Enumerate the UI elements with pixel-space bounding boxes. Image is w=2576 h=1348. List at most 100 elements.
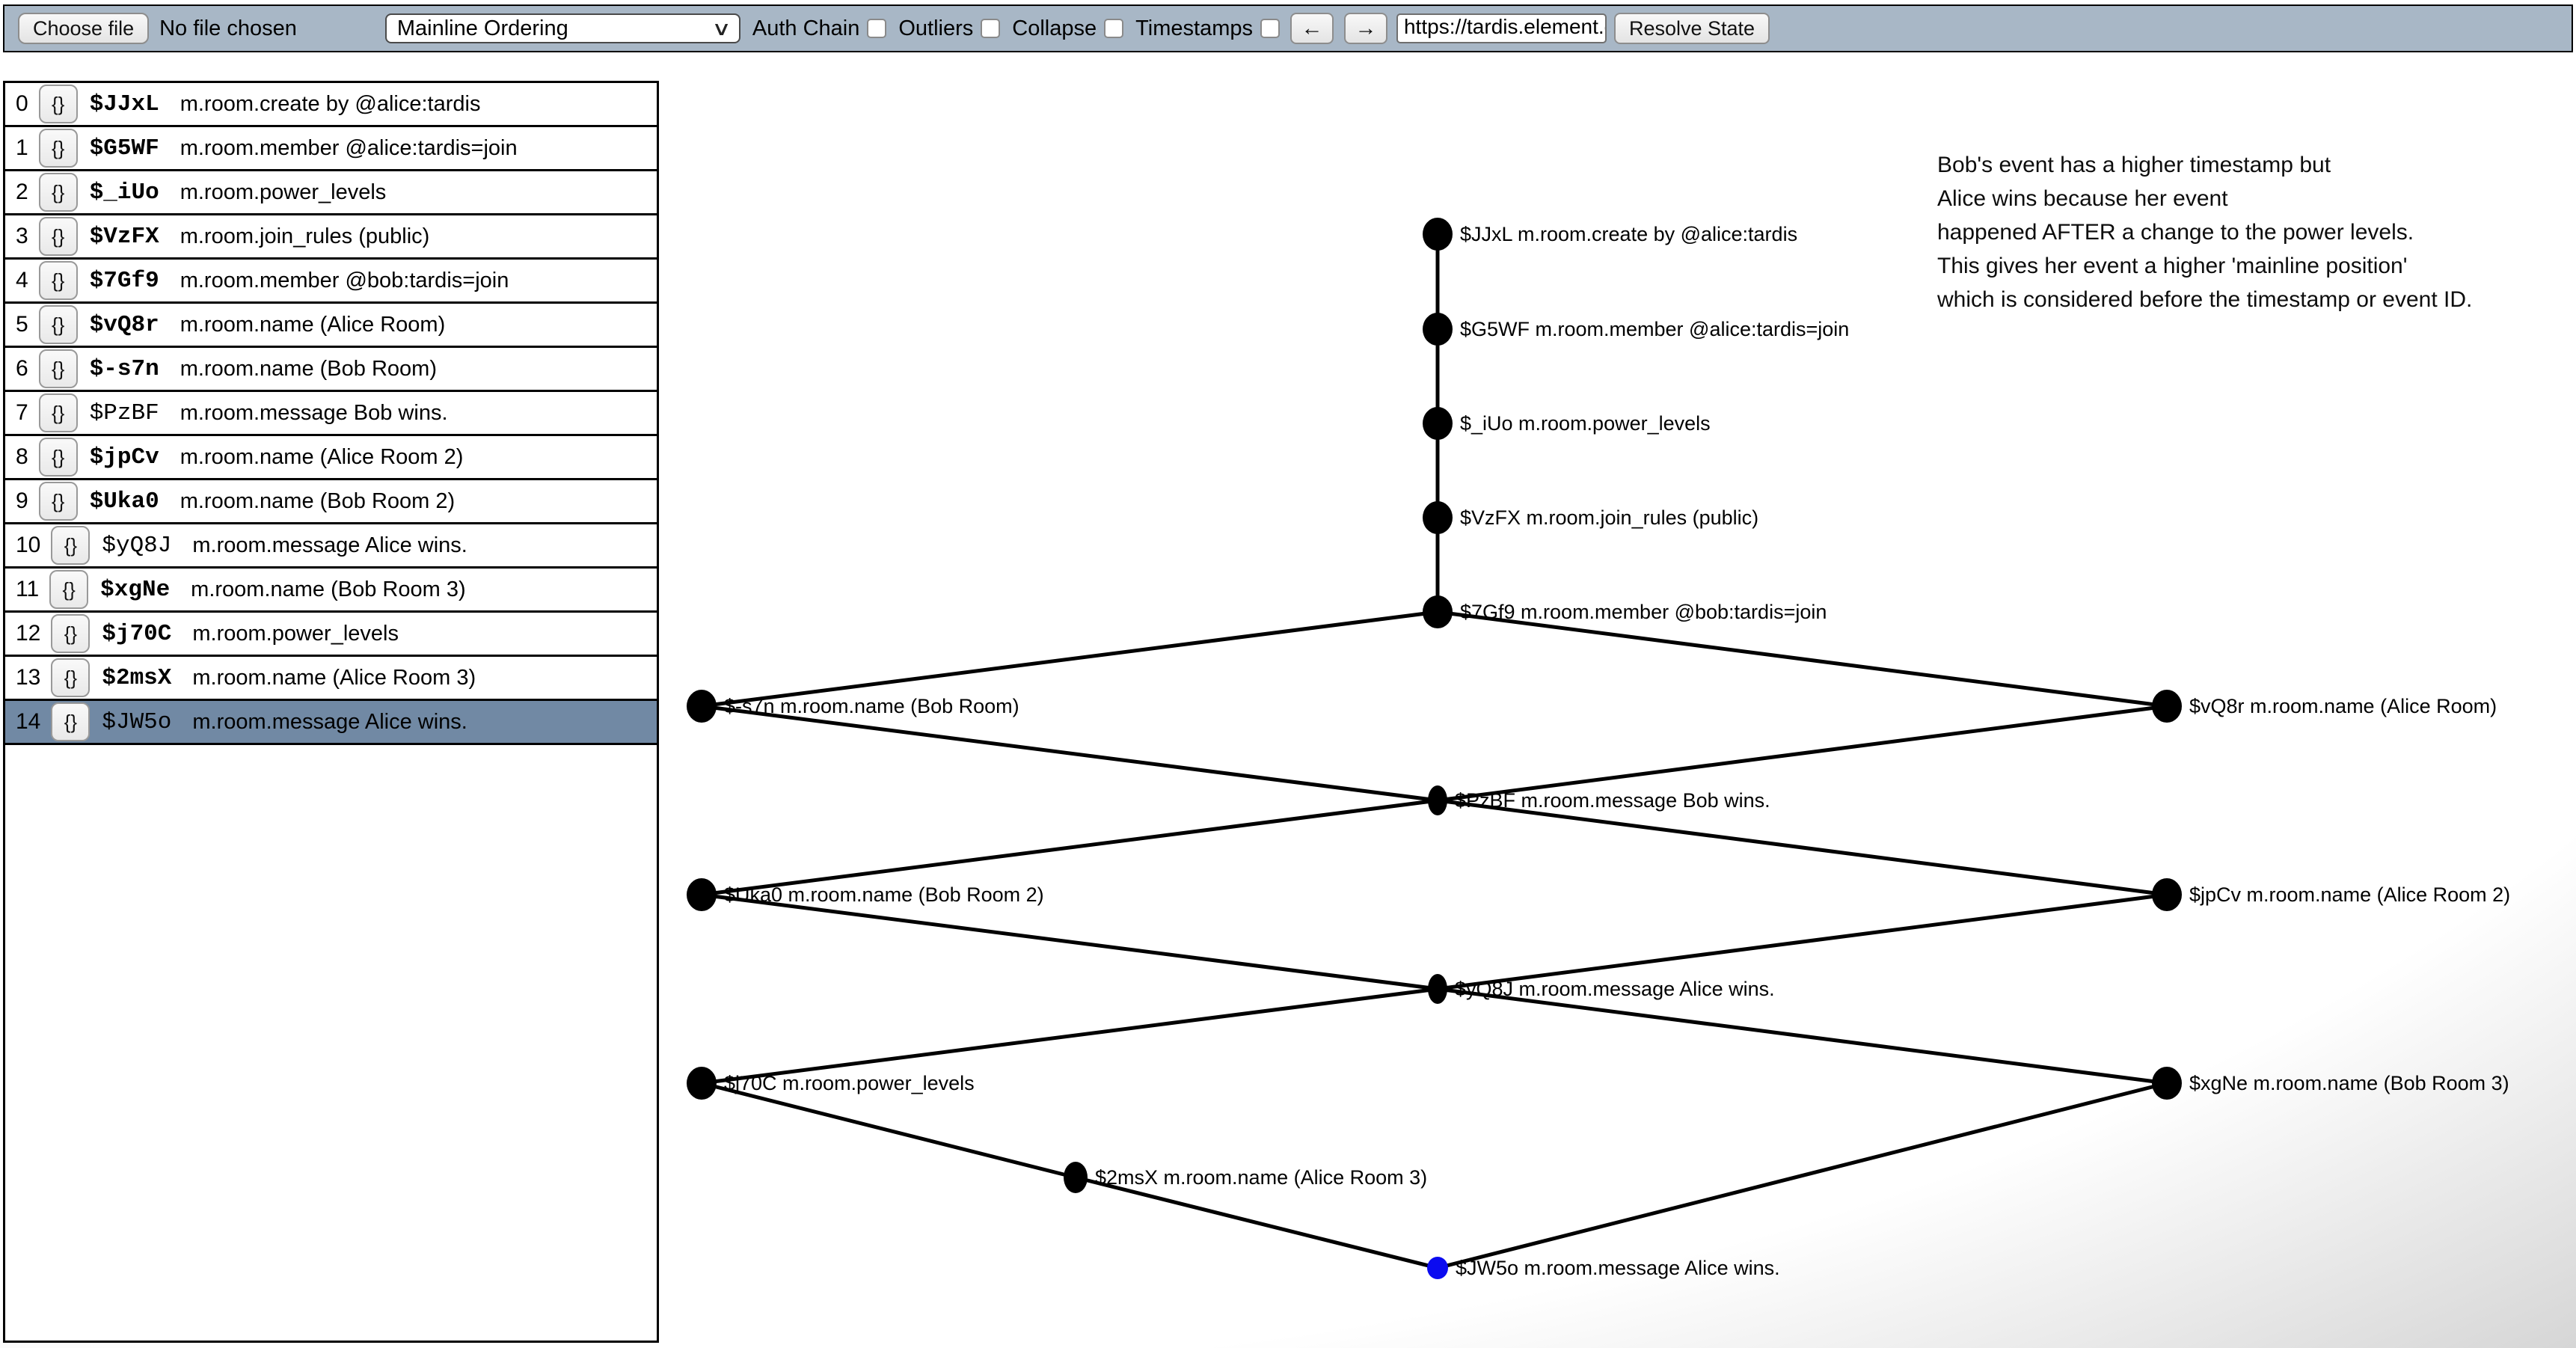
event-json-button[interactable]: {} bbox=[38, 349, 78, 388]
event-description: m.room.name (Alice Room 3) bbox=[192, 665, 476, 690]
event-json-button[interactable]: {} bbox=[38, 393, 78, 432]
graph-node[interactable] bbox=[2152, 878, 2182, 911]
event-id: $vQ8r bbox=[89, 311, 159, 338]
event-index: 5 bbox=[16, 312, 28, 337]
graph-edge bbox=[1075, 1175, 1438, 1270]
timestamps-checkbox[interactable] bbox=[1260, 19, 1280, 38]
graph-node[interactable] bbox=[1423, 501, 1453, 534]
graph-edge bbox=[1437, 892, 2168, 991]
ordering-select-value: Mainline Ordering bbox=[396, 16, 568, 40]
event-json-button[interactable]: {} bbox=[38, 173, 78, 212]
event-description: m.room.join_rules (public) bbox=[180, 224, 430, 248]
graph-node[interactable] bbox=[1428, 785, 1447, 815]
event-list-row[interactable]: 5 {} $vQ8r m.room.name (Alice Room) bbox=[5, 304, 657, 348]
history-back-button[interactable]: ← bbox=[1289, 13, 1334, 44]
choose-file-button[interactable]: Choose file bbox=[18, 13, 150, 44]
event-id: $2msX bbox=[102, 664, 172, 691]
ordering-select[interactable]: Mainline Ordering ∨ bbox=[384, 13, 740, 43]
graph-edge bbox=[1437, 704, 2168, 803]
event-json-button[interactable]: {} bbox=[51, 658, 91, 697]
graph-node[interactable] bbox=[1423, 407, 1453, 440]
toolbar: Choose file No file chosen Mainline Orde… bbox=[3, 4, 2573, 52]
event-json-button[interactable]: {} bbox=[51, 702, 91, 741]
graph-node[interactable] bbox=[1427, 1257, 1448, 1279]
event-list-row[interactable]: 11 {} $xgNe m.room.name (Bob Room 3) bbox=[5, 569, 657, 613]
event-json-button[interactable]: {} bbox=[38, 85, 78, 123]
event-id: $JW5o bbox=[102, 708, 172, 735]
chevron-down-icon: ∨ bbox=[711, 16, 732, 40]
graph-node[interactable] bbox=[1423, 218, 1453, 251]
event-json-button[interactable]: {} bbox=[51, 526, 91, 565]
collapse-checkbox[interactable] bbox=[1104, 19, 1124, 38]
event-index: 13 bbox=[16, 665, 41, 690]
event-id: $xgNe bbox=[100, 576, 171, 603]
graph-node-label: $JW5o m.room.message Alice wins. bbox=[1456, 1257, 1780, 1279]
checkbox-label: Timestamps bbox=[1135, 16, 1253, 40]
event-json-button[interactable]: {} bbox=[38, 261, 78, 300]
event-index: 10 bbox=[16, 533, 41, 557]
graph-node[interactable] bbox=[687, 878, 717, 911]
event-json-button[interactable]: {} bbox=[51, 614, 91, 653]
graph-node[interactable] bbox=[1423, 595, 1453, 628]
graph-node[interactable] bbox=[2152, 1067, 2182, 1100]
event-index: 8 bbox=[16, 444, 28, 469]
event-index: 3 bbox=[16, 224, 28, 248]
graph-node-label: $VzFX m.room.join_rules (public) bbox=[1460, 506, 1758, 529]
event-list-row[interactable]: 13 {} $2msX m.room.name (Alice Room 3) bbox=[5, 657, 657, 701]
history-forward-button[interactable]: → bbox=[1343, 13, 1387, 44]
event-list-row[interactable]: 3 {} $VzFX m.room.join_rules (public) bbox=[5, 215, 657, 260]
graph-node[interactable] bbox=[687, 1067, 717, 1100]
checkbox-group-auth-chain: Auth Chain bbox=[752, 16, 887, 41]
event-description: m.room.message Alice wins. bbox=[192, 533, 467, 557]
graph-node[interactable] bbox=[1423, 313, 1453, 346]
server-url-input[interactable]: https://tardis.element.dev bbox=[1396, 13, 1607, 43]
event-index: 11 bbox=[16, 577, 40, 601]
event-id: $Uka0 bbox=[89, 488, 159, 515]
event-json-button[interactable]: {} bbox=[38, 129, 78, 168]
resolve-state-button[interactable]: Resolve State bbox=[1613, 13, 1770, 44]
event-json-button[interactable]: {} bbox=[38, 217, 78, 256]
event-id: $VzFX bbox=[89, 223, 159, 250]
event-index: 12 bbox=[16, 621, 41, 646]
graph-edge bbox=[701, 892, 1438, 991]
graph-node-label: $G5WF m.room.member @alice:tardis=join bbox=[1460, 318, 1849, 340]
event-json-button[interactable]: {} bbox=[38, 438, 78, 477]
annotation-line: Alice wins because her event bbox=[1937, 186, 2228, 211]
annotation-line: This gives her event a higher 'mainline … bbox=[1937, 254, 2408, 278]
event-description: m.room.name (Bob Room) bbox=[180, 356, 437, 381]
graph-node[interactable] bbox=[687, 690, 717, 723]
graph-node[interactable] bbox=[1428, 974, 1447, 1004]
event-id: $PzBF bbox=[89, 399, 159, 426]
graph-edge bbox=[701, 1081, 1076, 1180]
event-description: m.room.name (Alice Room) bbox=[180, 312, 446, 337]
annotation-line: happened AFTER a change to the power lev… bbox=[1937, 220, 2414, 245]
event-json-button[interactable]: {} bbox=[38, 305, 78, 344]
graph-edge bbox=[1437, 987, 2168, 1085]
event-json-button[interactable]: {} bbox=[49, 570, 89, 609]
event-json-button[interactable]: {} bbox=[38, 482, 78, 521]
checkbox-group-timestamps: Timestamps bbox=[1135, 16, 1280, 41]
graph-node[interactable] bbox=[1064, 1162, 1088, 1193]
checkbox-label: Outliers bbox=[898, 16, 974, 40]
event-index: 14 bbox=[16, 709, 41, 734]
outliers-checkbox[interactable] bbox=[981, 19, 1001, 38]
event-description: m.room.member @alice:tardis=join bbox=[180, 135, 518, 160]
auth-chain-checkbox[interactable] bbox=[867, 19, 887, 38]
graph-node[interactable] bbox=[2152, 690, 2182, 723]
event-description: m.room.name (Bob Room 3) bbox=[191, 577, 466, 601]
event-description: m.room.power_levels bbox=[180, 180, 387, 204]
